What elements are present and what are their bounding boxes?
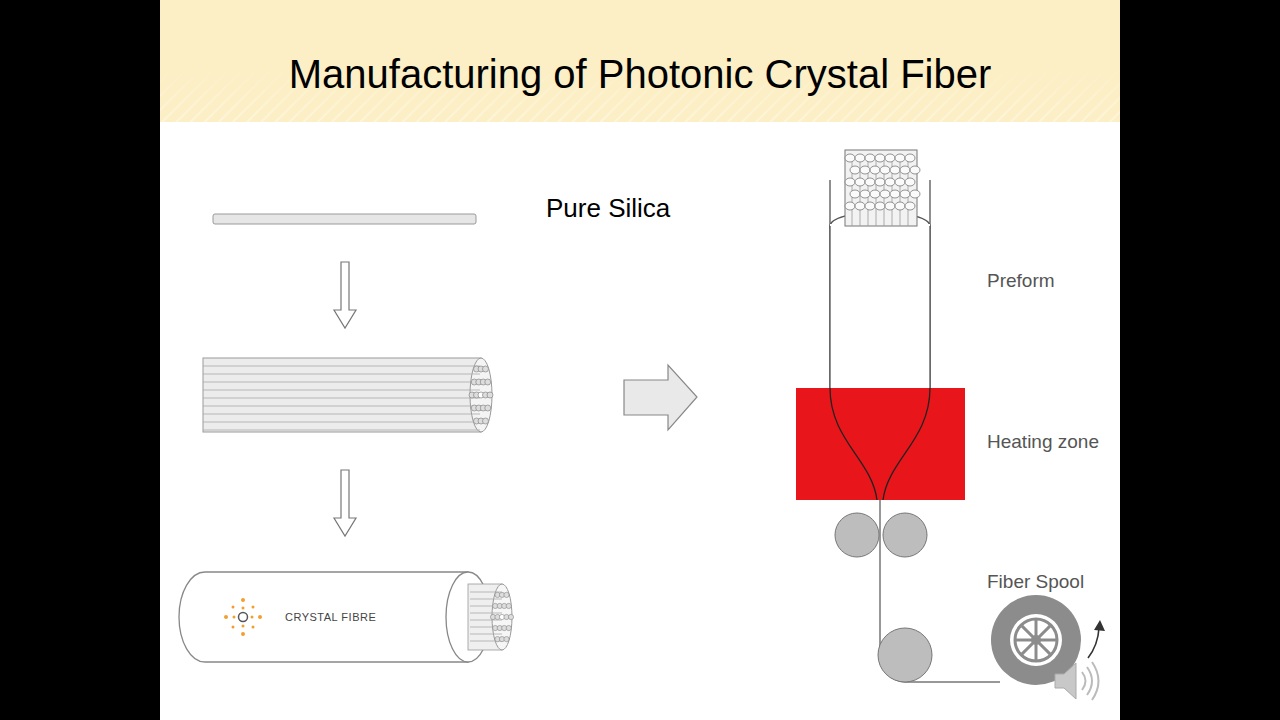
rotation-arrow bbox=[1088, 628, 1099, 658]
down-arrow bbox=[334, 470, 356, 536]
silica-rod bbox=[213, 214, 476, 224]
brand-text: CRYSTAL FIBRE bbox=[285, 611, 376, 623]
down-arrow bbox=[334, 262, 356, 328]
title-band bbox=[160, 0, 1120, 122]
heating-zone bbox=[796, 388, 965, 500]
guide-roller bbox=[878, 628, 932, 682]
fibre-cylinder bbox=[179, 572, 514, 662]
slide-ground bbox=[160, 0, 1120, 720]
black-bar bbox=[0, 0, 160, 720]
preform bbox=[830, 150, 930, 388]
part-label: Preform bbox=[987, 270, 1055, 292]
fibre-logo bbox=[224, 598, 262, 636]
speaker-icon bbox=[1055, 662, 1099, 700]
process-arrow bbox=[624, 365, 697, 430]
slide-title: Manufacturing of Photonic Crystal Fiber bbox=[160, 52, 1120, 97]
part-label: Fiber Spool bbox=[987, 571, 1084, 593]
black-bar bbox=[1120, 0, 1280, 720]
material-label: Pure Silica bbox=[546, 193, 670, 224]
title-band-shade bbox=[160, 0, 1120, 122]
rod-bundle bbox=[203, 358, 493, 432]
draw-rollers bbox=[835, 513, 927, 557]
neck-down bbox=[830, 388, 930, 500]
part-label: Heating zone bbox=[987, 431, 1099, 453]
rotation-arrowhead bbox=[1094, 620, 1105, 631]
